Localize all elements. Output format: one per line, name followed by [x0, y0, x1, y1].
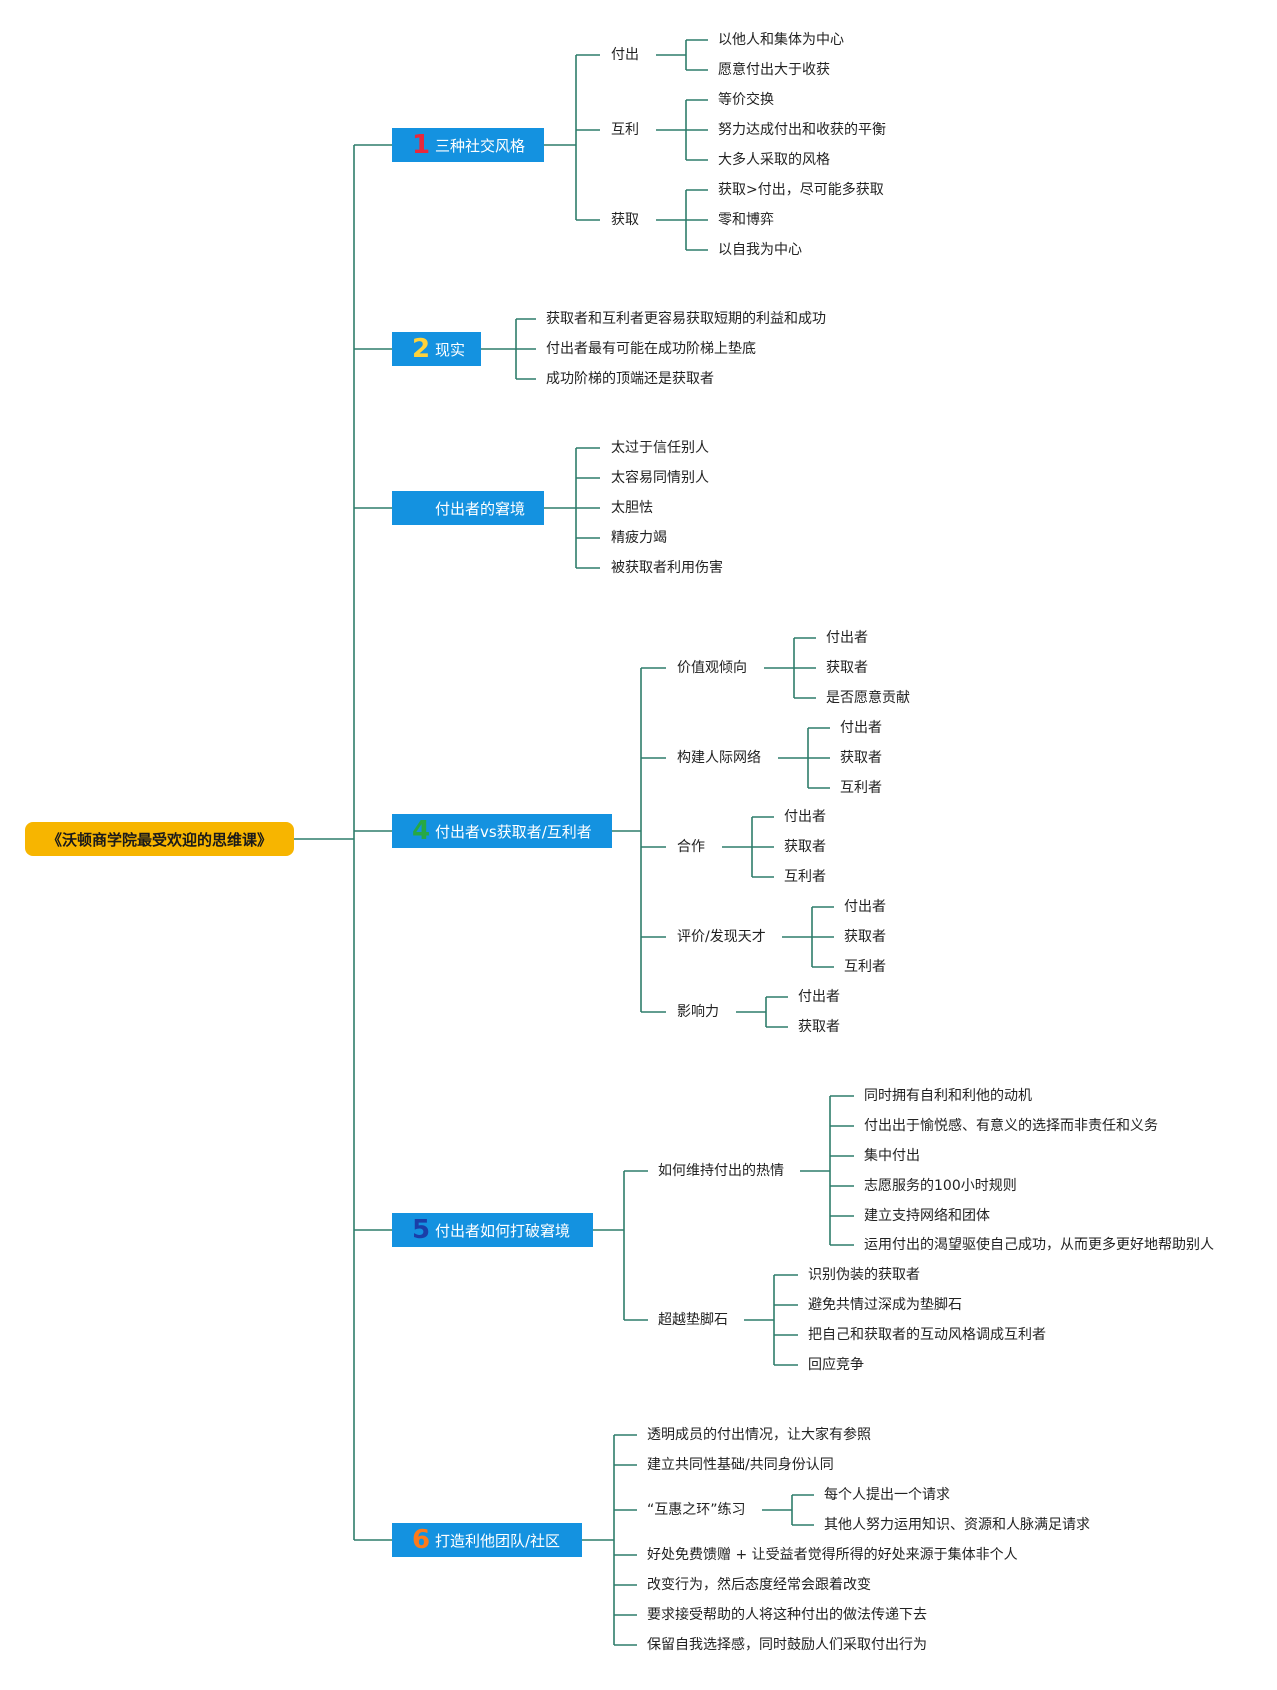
- s1-group-take[interactable]: 获取: [611, 212, 639, 228]
- s1-take-item[interactable]: 零和博弈: [718, 212, 774, 228]
- section-4-node[interactable]: 4 付出者vs获取者/互利者: [392, 814, 612, 848]
- root-node[interactable]: 《沃顿商学院最受欢迎的思维课》: [25, 822, 294, 856]
- s3-item[interactable]: 太胆怯: [611, 500, 653, 516]
- s4-collab-item[interactable]: 互利者: [784, 869, 826, 885]
- s3-item[interactable]: 太容易同情别人: [611, 470, 709, 486]
- s6-ring-item[interactable]: 其他人努力运用知识、资源和人脉满足请求: [824, 1517, 1090, 1533]
- s2-item[interactable]: 付出者最有可能在成功阶梯上垫底: [546, 341, 756, 357]
- section-5-node[interactable]: 5 付出者如何打破窘境: [392, 1213, 593, 1247]
- s4-group-talent[interactable]: 评价/发现天才: [677, 929, 766, 945]
- s4-group-network[interactable]: 构建人际网络: [677, 750, 761, 766]
- number-4-icon: 4: [411, 816, 431, 846]
- s5-group-beyond[interactable]: 超越垫脚石: [658, 1312, 728, 1328]
- section-6-node[interactable]: 6 打造利他团队/社区: [392, 1523, 582, 1557]
- s4-group-values[interactable]: 价值观倾向: [677, 660, 747, 676]
- s2-item[interactable]: 成功阶梯的顶端还是获取者: [546, 371, 714, 387]
- s6-ring-item[interactable]: 每个人提出一个请求: [824, 1487, 950, 1503]
- s6-item[interactable]: 改变行为，然后态度经常会跟着改变: [647, 1577, 871, 1593]
- s1-give-item[interactable]: 愿意付出大于收获: [718, 62, 830, 78]
- s1-take-item[interactable]: 以自我为中心: [718, 242, 802, 258]
- s4-values-item[interactable]: 付出者: [826, 630, 868, 646]
- s1-match-item[interactable]: 努力达成付出和收获的平衡: [718, 122, 886, 138]
- section-1-title: 三种社交风格: [435, 136, 526, 155]
- s5-sustain-item[interactable]: 建立支持网络和团体: [864, 1208, 990, 1224]
- s5-sustain-item[interactable]: 付出出于愉悦感、有意义的选择而非责任和义务: [864, 1118, 1158, 1134]
- s6-item[interactable]: 好处免费馈赠 + 让受益者觉得所得的好处来源于集体非个人: [647, 1547, 1018, 1563]
- section-1-node[interactable]: 1 三种社交风格: [392, 128, 544, 162]
- s4-network-item[interactable]: 付出者: [840, 720, 882, 736]
- s4-influence-item[interactable]: 获取者: [798, 1019, 840, 1035]
- s4-talent-item[interactable]: 付出者: [844, 899, 886, 915]
- s5-sustain-item[interactable]: 运用付出的渴望驱使自己成功，从而更多更好地帮助别人: [864, 1237, 1214, 1253]
- section-4-title: 付出者vs获取者/互利者: [435, 822, 592, 841]
- s5-sustain-item[interactable]: 同时拥有自利和利他的动机: [864, 1088, 1032, 1104]
- s4-talent-item[interactable]: 互利者: [844, 959, 886, 975]
- s4-collab-item[interactable]: 付出者: [784, 809, 826, 825]
- s1-group-match[interactable]: 互利: [611, 122, 639, 138]
- s6-item[interactable]: 要求接受帮助的人将这种付出的做法传递下去: [647, 1607, 927, 1623]
- s3-item[interactable]: 被获取者利用伤害: [611, 560, 723, 576]
- number-1-icon: 1: [411, 130, 431, 160]
- s3-item[interactable]: 太过于信任别人: [611, 440, 709, 456]
- s6-item[interactable]: 保留自我选择感，同时鼓励人们采取付出行为: [647, 1637, 927, 1653]
- number-5-icon: 5: [411, 1215, 431, 1245]
- s3-item[interactable]: 精疲力竭: [611, 530, 667, 546]
- section-2-title: 现实: [435, 340, 466, 359]
- s5-beyond-item[interactable]: 把自己和获取者的互动风格调成互利者: [808, 1327, 1046, 1343]
- s1-match-item[interactable]: 大多人采取的风格: [718, 152, 830, 168]
- s5-beyond-item[interactable]: 回应竞争: [808, 1357, 864, 1373]
- s1-give-item[interactable]: 以他人和集体为中心: [718, 32, 844, 48]
- section-3-node[interactable]: 付出者的窘境: [392, 491, 544, 525]
- s4-values-item[interactable]: 获取者: [826, 660, 868, 676]
- number-2-icon: 2: [411, 334, 431, 364]
- s6-item-reciprocity-ring[interactable]: “互惠之环”练习: [647, 1502, 746, 1518]
- section-2-node[interactable]: 2 现实: [392, 332, 481, 366]
- s4-talent-item[interactable]: 获取者: [844, 929, 886, 945]
- s5-group-sustain[interactable]: 如何维持付出的热情: [658, 1163, 784, 1179]
- s6-item[interactable]: 建立共同性基础/共同身份认同: [647, 1457, 834, 1473]
- s4-network-item[interactable]: 互利者: [840, 780, 882, 796]
- s4-influence-item[interactable]: 付出者: [798, 989, 840, 1005]
- s4-group-collab[interactable]: 合作: [677, 839, 705, 855]
- s4-collab-item[interactable]: 获取者: [784, 839, 826, 855]
- s4-network-item[interactable]: 获取者: [840, 750, 882, 766]
- s5-beyond-item[interactable]: 避免共情过深成为垫脚石: [808, 1297, 962, 1313]
- s2-item[interactable]: 获取者和互利者更容易获取短期的利益和成功: [546, 311, 826, 327]
- s1-match-item[interactable]: 等价交换: [718, 92, 774, 108]
- section-5-title: 付出者如何打破窘境: [435, 1221, 571, 1240]
- s5-sustain-item[interactable]: 志愿服务的100小时规则: [864, 1178, 1017, 1194]
- s4-group-influence[interactable]: 影响力: [677, 1004, 719, 1020]
- s4-values-item[interactable]: 是否愿意贡献: [826, 690, 910, 706]
- section-3-title: 付出者的窘境: [435, 499, 526, 518]
- section-6-title: 打造利他团队/社区: [435, 1531, 561, 1550]
- s1-take-item[interactable]: 获取>付出，尽可能多获取: [718, 182, 884, 198]
- s6-item[interactable]: 透明成员的付出情况，让大家有参照: [647, 1427, 871, 1443]
- root-title: 《沃顿商学院最受欢迎的思维课》: [46, 830, 272, 849]
- s5-beyond-item[interactable]: 识别伪装的获取者: [808, 1267, 920, 1283]
- s5-sustain-item[interactable]: 集中付出: [864, 1148, 920, 1164]
- number-6-icon: 6: [411, 1525, 431, 1555]
- s1-group-give[interactable]: 付出: [611, 47, 639, 63]
